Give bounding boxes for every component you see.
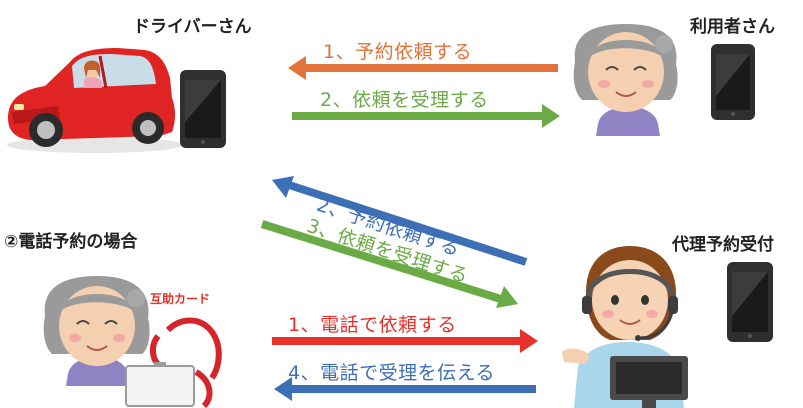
driver-label: ドライバーさん [133,17,252,37]
phone-case-heading: ②電話予約の場合 [4,232,138,252]
arrow-phone-accept-blue [274,377,536,401]
arrow-label-phone-request: 1、電話で依頼する [288,314,457,336]
arrow-request-blue [272,176,528,266]
arrow-label-request: 1、予約依頼する [323,41,473,63]
arrow-label-phone-accept: 4、電話で受理を伝える [288,362,496,384]
mutual-aid-card-label: 互助カード [150,292,211,306]
elderly-woman-icon [43,276,150,386]
arrow-accept-green-diagonal [260,220,518,308]
arrow-phone-request-red [272,329,538,353]
arrow-accept-green [292,104,560,128]
smartphone-icon [180,70,226,148]
smartphone-icon [727,262,773,342]
id-card-icon [125,317,222,408]
proxy-reception-label: 代理予約受付 [672,235,774,255]
elderly-woman-icon [573,24,678,136]
computer-monitor-icon [610,356,688,408]
user-label: 利用者さん [690,17,775,37]
arrow-request-orange [288,56,558,80]
arrow-label-accept: 2、依頼を受理する [320,89,489,111]
smartphone-icon [711,44,755,120]
car-icon [7,48,183,153]
